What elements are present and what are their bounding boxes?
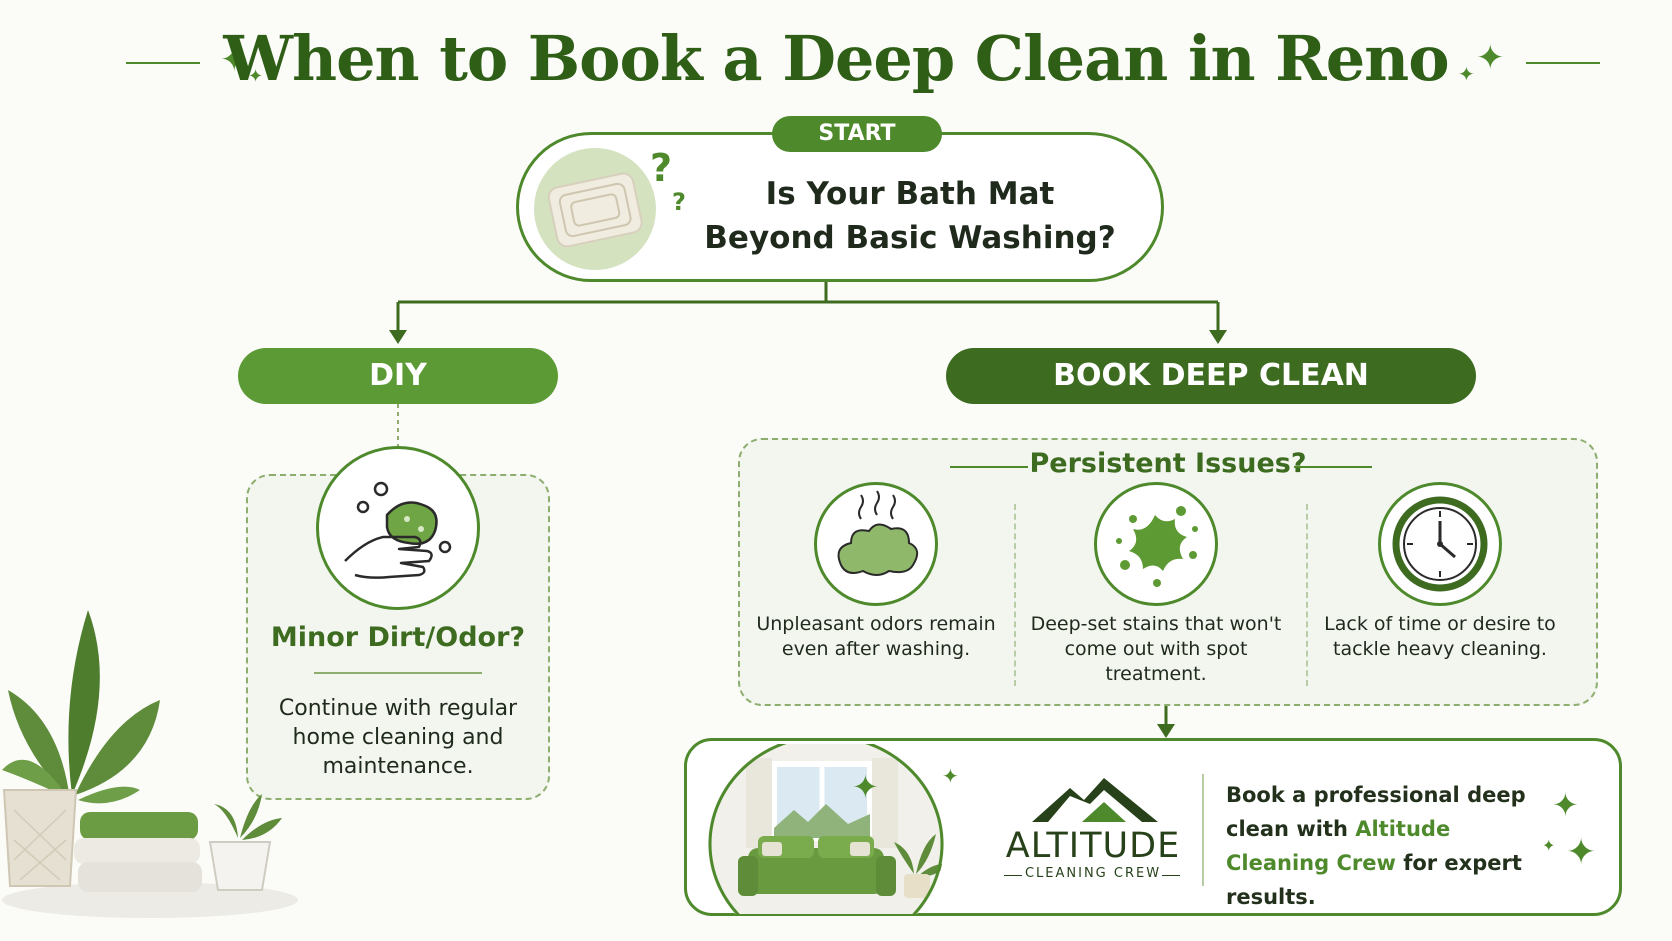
diy-description: Continue with regular home cleaning and …: [278, 696, 518, 779]
plant-decoration: [2, 610, 298, 918]
odor-cloud-icon: [814, 482, 938, 606]
sparkle-icon: ✦: [1566, 832, 1597, 873]
sparkle-icon: ✦: [248, 66, 264, 87]
issues-rule-left: [950, 466, 1028, 468]
sparkle-icon: ✦: [1552, 786, 1579, 824]
issues-title: Persistent Issues?: [1029, 448, 1307, 479]
brand-subtitle: CLEANING CREW: [1024, 866, 1162, 881]
issue-time-text: Lack of time or desire to tackle heavy c…: [1324, 613, 1556, 660]
diy-divider: [314, 672, 482, 674]
sparkle-icon: ✦: [1542, 836, 1556, 855]
result-text: Book a professional deep clean with Alti…: [1226, 778, 1546, 914]
result-text-pre: Book a professional deep clean with: [1226, 783, 1526, 841]
question-line-1: Is Your Bath Mat: [765, 176, 1055, 212]
diy-label: DIY: [238, 348, 558, 404]
issues-separator: [1306, 504, 1308, 686]
living-room-image: [708, 744, 944, 914]
sparkle-icon: ✦: [942, 764, 959, 788]
stain-splat-icon: [1094, 482, 1218, 606]
issue-stains-text: Deep-set stains that won't come out with…: [1030, 613, 1282, 685]
brand-rule-left: [1004, 875, 1022, 876]
start-badge: START: [772, 116, 942, 152]
sparkle-icon: ✦: [220, 40, 249, 80]
brand-name: ALTITUDE: [1005, 826, 1181, 866]
diy-title: Minor Dirt/Odor?: [270, 622, 526, 653]
title-rule-right: [1526, 62, 1600, 64]
sparkle-icon: ✦: [852, 768, 879, 806]
issues-separator: [1014, 504, 1016, 686]
start-question: Is Your Bath Mat Beyond Basic Washing?: [690, 172, 1130, 260]
sponge-hand-icon: [316, 446, 480, 610]
question-mark-icon: ?: [672, 188, 686, 216]
clock-icon: [1378, 482, 1502, 606]
question-line-2: Beyond Basic Washing?: [704, 220, 1116, 256]
company-name-highlight: Altitude Cleaning Crew: [1226, 817, 1451, 875]
sparkle-icon: ✦: [1458, 62, 1475, 86]
title-rule-left: [126, 62, 200, 64]
brand-rule-right: [1162, 875, 1180, 876]
result-text-post: for expert results.: [1226, 851, 1522, 909]
mountain-logo-icon: [1032, 778, 1158, 822]
question-mark-icon: ?: [650, 146, 673, 190]
sparkle-icon: ✦: [1476, 38, 1505, 78]
issues-rule-right: [1294, 466, 1372, 468]
issue-odors-text: Unpleasant odors remain even after washi…: [756, 613, 996, 660]
page-title: When to Book a Deep Clean in Reno: [223, 22, 1449, 95]
result-divider: [1202, 774, 1204, 886]
book-deep-clean-label: BOOK DEEP CLEAN: [946, 348, 1476, 404]
bath-mat-image: [534, 148, 656, 270]
